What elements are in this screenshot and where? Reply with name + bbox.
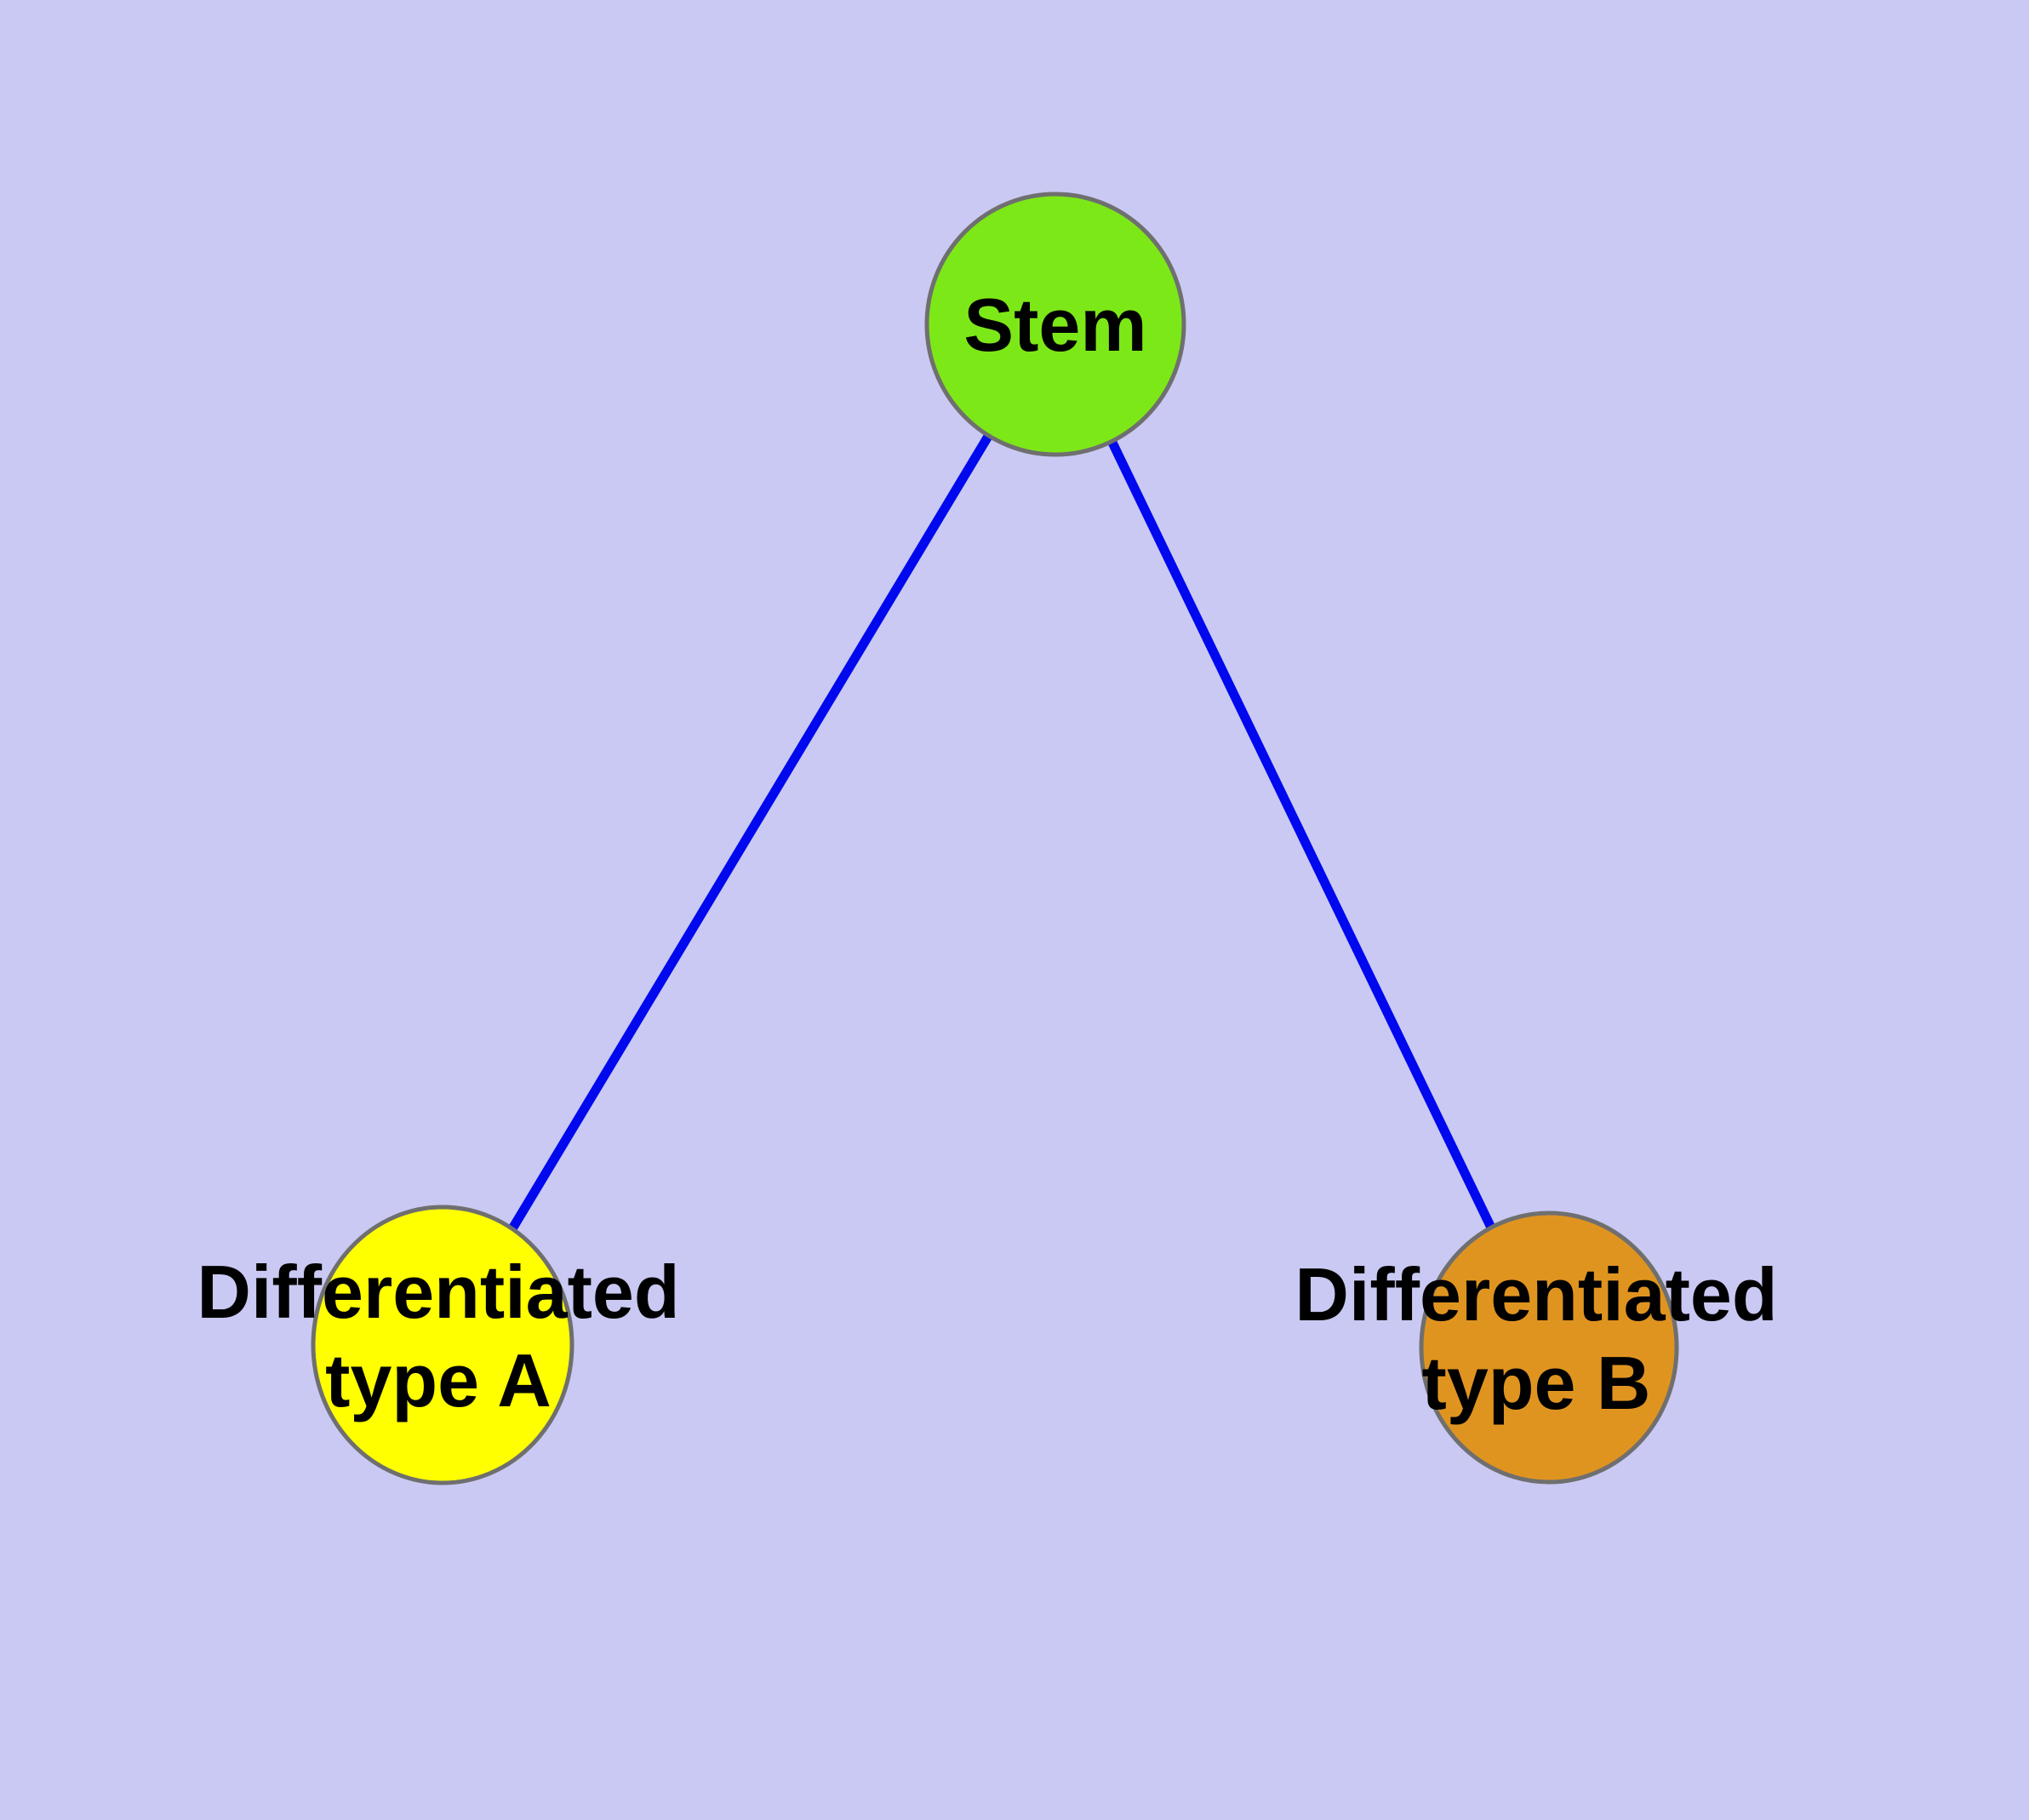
node-differentiated-type-a xyxy=(311,1205,574,1485)
node-stem-label: Stem xyxy=(963,283,1146,367)
edge-stem-to-type-a xyxy=(438,322,1060,1348)
node-stem xyxy=(924,192,1186,457)
node-differentiated-type-b xyxy=(1419,1210,1679,1485)
node-type-a-label-line2: type A xyxy=(325,1338,552,1422)
node-type-b-label-line2: type B xyxy=(1422,1341,1651,1425)
node-type-a-label-line1: Differentiated xyxy=(197,1250,679,1334)
node-type-b-label-line1: Differentiated xyxy=(1295,1252,1777,1336)
edge-stem-to-type-b xyxy=(1051,322,1553,1350)
